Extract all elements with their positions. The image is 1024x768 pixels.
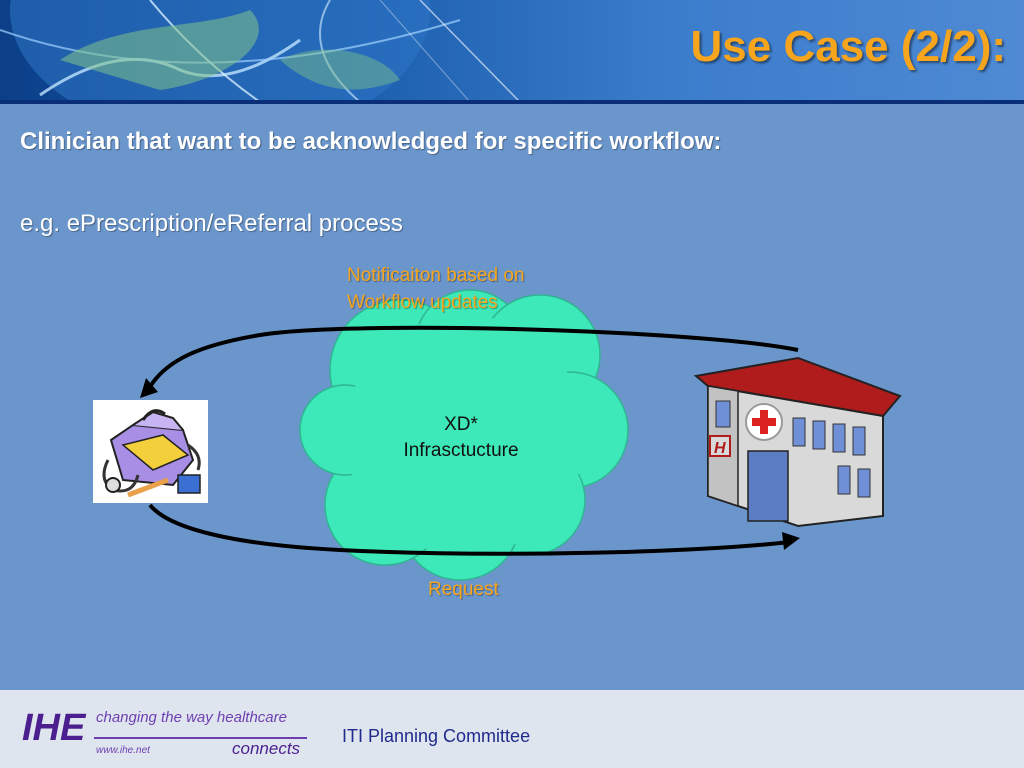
hospital-image: H xyxy=(688,356,906,528)
header-banner: Use Case (2/2): xyxy=(0,0,1024,102)
svg-text:IHE: IHE xyxy=(22,707,87,749)
request-label: Request xyxy=(428,579,499,600)
clinician-image xyxy=(93,400,208,503)
cloud-label-line2: Infrasctucture xyxy=(403,440,519,461)
svg-text:connects: connects xyxy=(232,739,301,758)
notification-label-line1: Notificaiton based on xyxy=(347,265,525,286)
svg-text:www.ihe.net: www.ihe.net xyxy=(96,745,151,756)
notification-arrowhead xyxy=(140,378,158,398)
ihe-logo-graphic: IHE changing the way healthcare www.ihe.… xyxy=(22,707,307,758)
footer-bar xyxy=(0,690,1024,768)
cloud-shape xyxy=(299,289,629,581)
committee-label: ITI Planning Committee xyxy=(342,726,531,746)
request-arrowhead xyxy=(782,532,800,550)
hospital-building-icon: H xyxy=(693,356,902,528)
slide-heading: Clinician that want to be acknowledged f… xyxy=(20,128,722,155)
globe-graphic xyxy=(0,0,521,102)
cloud-label-line1: XD* xyxy=(444,414,478,435)
notification-arrow xyxy=(146,325,799,391)
notification-label-line2: Workflow updates xyxy=(347,292,498,313)
svg-text:changing the way healthcare: changing the way healthcare xyxy=(96,709,287,726)
ihe-logo: IHE changing the way healthcare www.ihe.… xyxy=(22,698,322,762)
medical-bag-icon xyxy=(102,409,201,498)
request-arrow xyxy=(148,503,791,556)
header-divider xyxy=(0,100,1024,104)
slide-title: Use Case (2/2): xyxy=(690,22,1006,71)
cloud-label: XD* Infrasctucture xyxy=(376,412,546,464)
slide-example: e.g. ePrescription/eReferral process xyxy=(20,210,403,237)
svg-text:H: H xyxy=(714,440,726,457)
